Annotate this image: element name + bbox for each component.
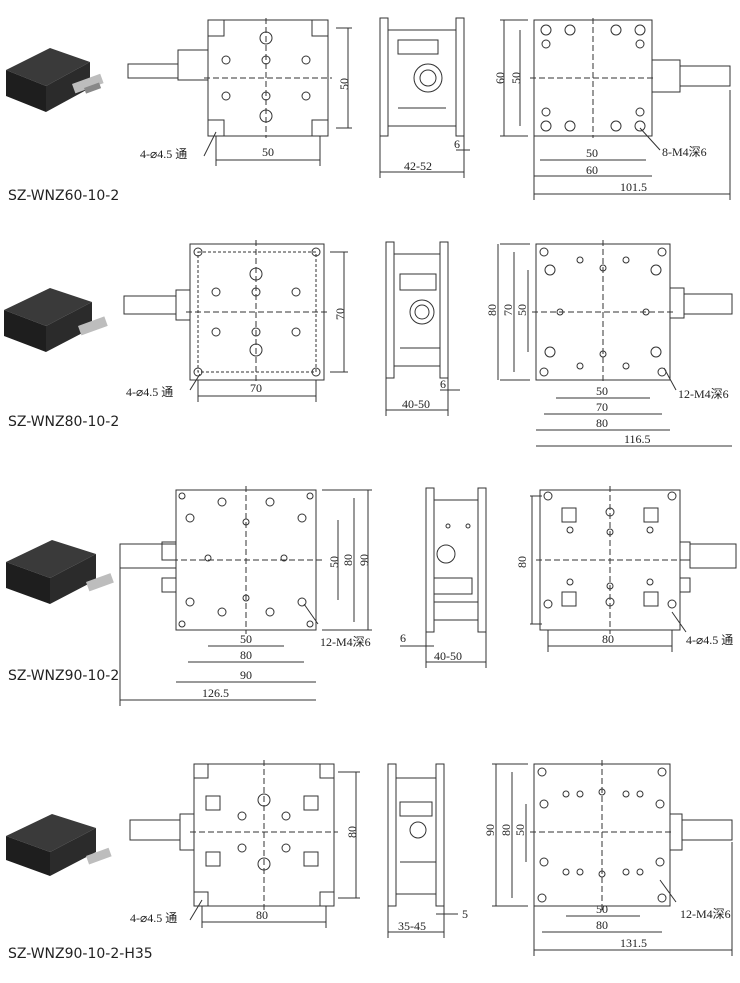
side-view <box>385 241 460 416</box>
bottom-callout: 12-M4深6 <box>680 907 731 921</box>
top-w1-dim: 50 <box>240 632 252 646</box>
top-width-dim: 50 <box>262 145 274 159</box>
side-view <box>379 17 470 178</box>
stage-row-3: 12-M4深6 50 80 90 126.5 50 80 90 40-50 6 … <box>0 482 740 712</box>
model-label: SZ-WNZ80-10-2 <box>8 414 120 430</box>
side-view <box>400 487 487 668</box>
bottom-view <box>500 18 731 200</box>
bottom-h1-dim: 90 <box>483 824 497 836</box>
side-height-dim: 35-45 <box>398 919 426 933</box>
model-label: SZ-WNZ60-10-2 <box>8 188 120 204</box>
top-callout: 4-⌀4.5 通 <box>126 385 173 399</box>
bottom-total-dim: 116.5 <box>624 432 651 446</box>
bottom-w1-dim: 50 <box>586 146 598 160</box>
bottom-h1-dim: 80 <box>485 304 499 316</box>
top-height-dim: 70 <box>333 308 347 320</box>
top-view <box>123 240 348 402</box>
bottom-width-dim: 80 <box>602 632 614 646</box>
bottom-view <box>492 760 733 956</box>
side-thickness-dim: 6 <box>454 137 460 151</box>
top-width-dim: 80 <box>256 908 268 922</box>
bottom-callout: 4-⌀4.5 通 <box>686 633 733 647</box>
top-w3-dim: 90 <box>240 668 252 682</box>
top-height-dim: 80 <box>345 826 359 838</box>
stage-row-2: 4-⌀4.5 通 70 70 40-50 6 80 70 50 50 70 80… <box>0 230 740 450</box>
stage-row-1: 4-⌀4.5 通 50 50 42-52 6 60 50 50 60 101.5… <box>0 0 740 220</box>
side-thickness-dim: 6 <box>400 631 406 645</box>
side-thickness-dim: 6 <box>440 377 446 391</box>
bottom-w2-dim: 80 <box>596 918 608 932</box>
side-height-dim: 42-52 <box>404 159 432 173</box>
top-view <box>129 760 360 928</box>
bottom-h1-dim: 60 <box>493 72 507 84</box>
top-callout: 12-M4深6 <box>320 635 371 649</box>
top-width-dim: 70 <box>250 381 262 395</box>
bottom-h3-dim: 50 <box>513 824 527 836</box>
product-photo-icon <box>6 814 112 876</box>
product-photo-icon <box>6 540 114 604</box>
bottom-view <box>497 240 733 447</box>
bottom-h2-dim: 50 <box>509 72 523 84</box>
top-callout: 4-⌀4.5 通 <box>140 147 187 161</box>
stage-drawing-3: 12-M4深6 50 80 90 126.5 50 80 90 40-50 6 … <box>6 486 737 706</box>
bottom-w2-dim: 70 <box>596 400 608 414</box>
top-w2-dim: 80 <box>240 648 252 662</box>
side-view <box>387 763 458 938</box>
stage-drawing-2: 4-⌀4.5 通 70 70 40-50 6 80 70 50 50 70 80… <box>4 240 733 447</box>
model-label: SZ-WNZ90-10-2-H35 <box>8 946 153 962</box>
model-label: SZ-WNZ90-10-2 <box>8 668 120 684</box>
bottom-w1-dim: 50 <box>596 384 608 398</box>
top-callout: 4-⌀4.5 通 <box>130 911 177 925</box>
product-photo-icon <box>6 48 104 112</box>
bottom-w2-dim: 60 <box>586 163 598 177</box>
bottom-total-dim: 101.5 <box>620 180 647 194</box>
bottom-w3-dim: 80 <box>596 416 608 430</box>
bottom-h2-dim: 80 <box>499 824 513 836</box>
bottom-total-dim: 131.5 <box>620 936 647 950</box>
top-h2-dim: 80 <box>341 554 355 566</box>
product-photo-icon <box>4 288 108 352</box>
bottom-callout: 8-M4深6 <box>662 145 707 159</box>
side-height-dim: 40-50 <box>402 397 430 411</box>
top-view <box>119 486 372 706</box>
stage-drawing-4: 4-⌀4.5 通 80 80 35-45 5 90 80 50 50 80 13… <box>6 760 733 956</box>
bottom-h3-dim: 50 <box>515 304 529 316</box>
bottom-height-dim: 80 <box>515 556 529 568</box>
stage-row-4: 4-⌀4.5 通 80 80 35-45 5 90 80 50 50 80 13… <box>0 752 740 983</box>
bottom-callout: 12-M4深6 <box>678 387 729 401</box>
bottom-view <box>530 486 737 652</box>
stage-drawing-1: 4-⌀4.5 通 50 50 42-52 6 60 50 50 60 101.5… <box>6 17 731 200</box>
top-height-dim: 50 <box>337 78 351 90</box>
top-view <box>127 18 352 166</box>
top-h1-dim: 50 <box>327 556 341 568</box>
top-total-dim: 126.5 <box>202 686 229 700</box>
side-thickness-dim: 5 <box>462 907 468 921</box>
bottom-h2-dim: 70 <box>501 304 515 316</box>
top-h3-dim: 90 <box>357 554 371 566</box>
side-height-dim: 40-50 <box>434 649 462 663</box>
bottom-w1-dim: 50 <box>596 902 608 916</box>
